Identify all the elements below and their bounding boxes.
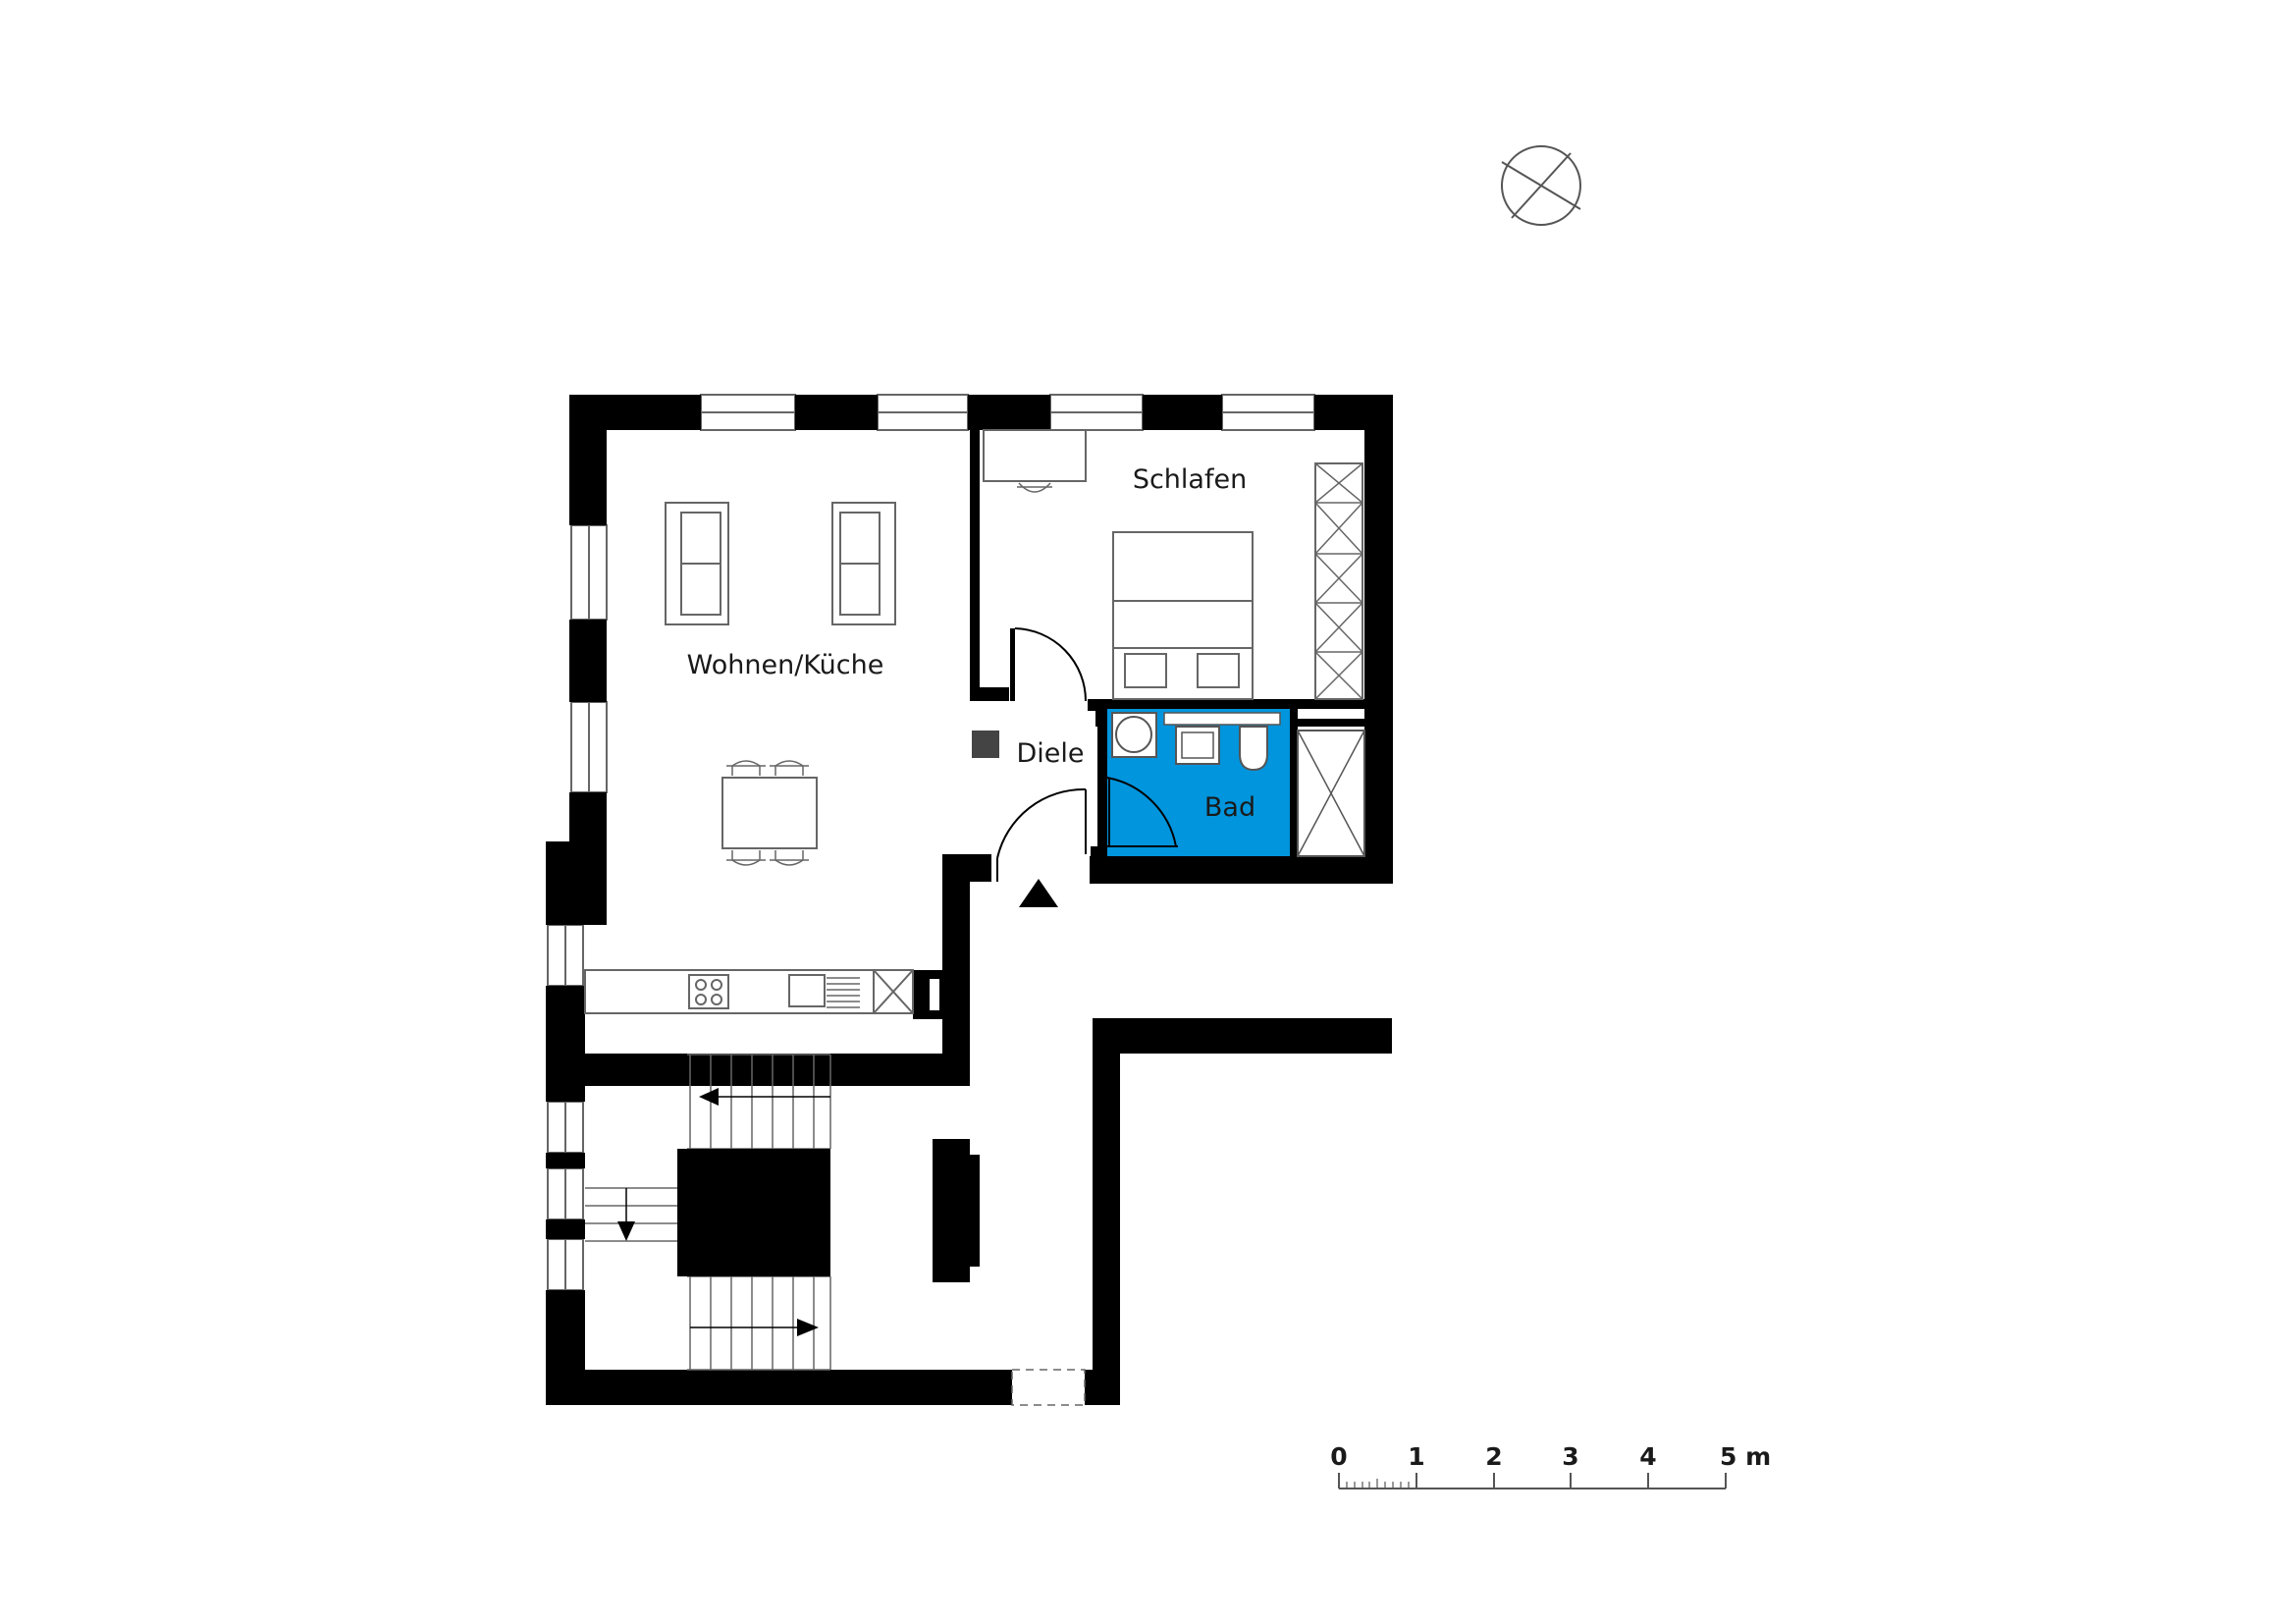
scale-bar: 0 1 2 3 4 5 m — [1330, 1442, 1771, 1489]
windows — [547, 394, 1315, 1291]
stairwell — [585, 1054, 980, 1371]
entrance-arrow-icon — [1019, 879, 1058, 907]
room-label-bath: Bad — [1204, 792, 1255, 823]
room-label-hall: Diele — [1016, 738, 1084, 769]
furniture-living — [584, 502, 941, 1014]
walls — [546, 395, 1393, 1405]
stair-direction-arrow-icon — [699, 1088, 719, 1106]
scale-label-4: 4 — [1639, 1442, 1656, 1471]
stair-direction-arrow-icon — [617, 1221, 635, 1241]
north-arrow-icon — [1501, 145, 1581, 226]
stair-direction-arrow-icon — [797, 1319, 819, 1336]
room-label-living: Wohnen/Küche — [687, 650, 884, 680]
scale-label-5m: 5 m — [1720, 1442, 1771, 1471]
bathroom — [1105, 709, 1365, 857]
doors — [996, 627, 1087, 1406]
room-label-bedroom: Schlafen — [1133, 464, 1247, 495]
scale-label-1: 1 — [1408, 1442, 1424, 1471]
scale-label-0: 0 — [1330, 1442, 1347, 1471]
furniture-bedroom — [983, 429, 1363, 700]
scale-label-2: 2 — [1485, 1442, 1502, 1471]
scale-label-3: 3 — [1562, 1442, 1578, 1471]
